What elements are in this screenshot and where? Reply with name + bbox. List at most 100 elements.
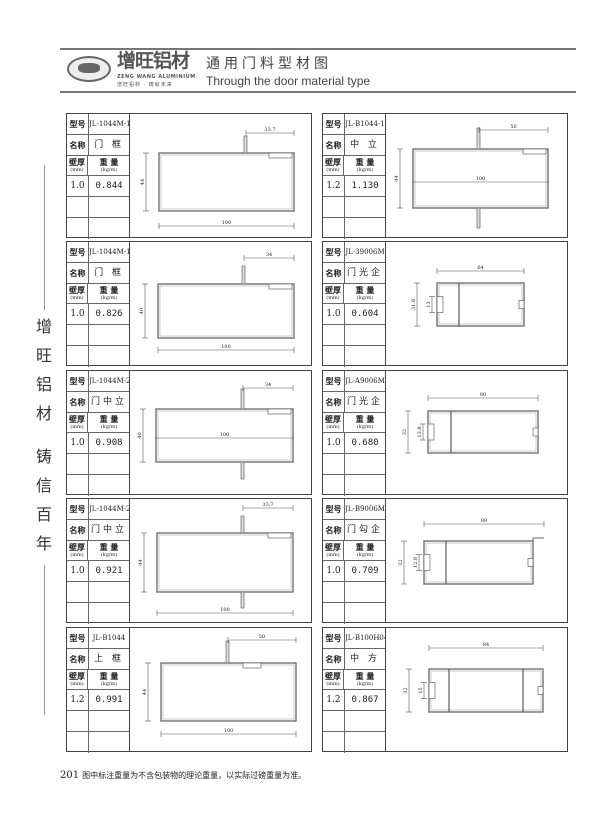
weight-label: 重 量(kg/m) bbox=[345, 284, 385, 304]
thickness-label-text: 壁厚 bbox=[325, 284, 341, 295]
weight-unit: (kg/m) bbox=[100, 680, 118, 687]
header-bottom-rule bbox=[60, 91, 576, 93]
thickness-unit: (mm) bbox=[70, 680, 84, 687]
weight-label-text: 重 量 bbox=[355, 156, 375, 167]
profile-outline bbox=[427, 410, 539, 454]
height-dimension-label: 32 bbox=[403, 687, 409, 693]
model-label: 型号 bbox=[67, 114, 89, 134]
weight-label: 重 量(kg/m) bbox=[89, 413, 129, 433]
weight-label-text: 重 量 bbox=[355, 284, 375, 295]
brand-logo-icon bbox=[67, 56, 111, 82]
top-flange bbox=[241, 265, 246, 285]
weight-label-text: 重 量 bbox=[99, 156, 119, 167]
thickness-label-text: 壁厚 bbox=[325, 541, 341, 552]
profile-outline bbox=[160, 662, 297, 722]
width-dimension-label: 100 bbox=[224, 728, 234, 734]
name-value: 门光企 bbox=[346, 396, 383, 407]
hook-lip bbox=[532, 537, 544, 541]
thickness-label-text: 壁厚 bbox=[69, 284, 85, 295]
page-title-en: Through the door material type bbox=[206, 74, 371, 88]
brand-slogan: 增旺铝材 · 铸就未来 bbox=[117, 82, 173, 88]
side-char: 铸 bbox=[35, 447, 52, 466]
top-dimension-label: 80 bbox=[480, 392, 486, 398]
weight-label: 重 量(kg/m) bbox=[345, 541, 385, 561]
name-label: 名称 bbox=[323, 262, 345, 283]
model-label: 型号 bbox=[67, 628, 89, 648]
thickness-value: 1.2 bbox=[67, 690, 89, 711]
side-char: 旺 bbox=[35, 346, 52, 365]
weight-value: 0.680 bbox=[351, 438, 379, 449]
header-top-rule bbox=[60, 48, 576, 50]
model-label: 型号 bbox=[323, 114, 345, 134]
model-value: JL-B1044 bbox=[92, 634, 126, 642]
bottom-flange bbox=[240, 461, 245, 480]
thickness-label-text: 壁厚 bbox=[69, 670, 85, 681]
height-dimension-label: 44 bbox=[394, 175, 400, 181]
name-value: 门中立 bbox=[90, 524, 127, 535]
thickness-label: 壁厚(mm) bbox=[323, 283, 344, 304]
right-slot bbox=[527, 558, 534, 567]
side-char: 年 bbox=[35, 534, 52, 553]
model-value: JL-B9006M bbox=[345, 505, 385, 513]
name-value: 中 立 bbox=[350, 139, 380, 150]
height-dimension-label: 40 bbox=[139, 308, 145, 314]
model-label: 型号 bbox=[67, 499, 89, 519]
thickness-unit: (mm) bbox=[70, 166, 84, 173]
profile-outline-inner-wall bbox=[159, 285, 293, 337]
weight-value: 1.130 bbox=[351, 181, 379, 192]
thickness-value: 1.0 bbox=[67, 561, 89, 582]
right-notch bbox=[267, 532, 292, 539]
top-dimension-label: 33.7 bbox=[264, 127, 275, 133]
thickness-label: 壁厚(mm) bbox=[67, 412, 88, 433]
page-title-cn: 通用门料型材图 bbox=[206, 56, 332, 72]
height-dimension-label: 32 bbox=[398, 559, 404, 565]
weight-value: 0.921 bbox=[95, 566, 123, 577]
weight-label-text: 重 量 bbox=[355, 413, 375, 424]
height-dimension-label: 44 bbox=[140, 179, 146, 185]
thickness-unit: (mm) bbox=[326, 294, 340, 301]
weight-label: 重 量(kg/m) bbox=[89, 670, 129, 690]
thickness-value: 1.2 bbox=[323, 176, 345, 197]
weight-value: 0.844 bbox=[95, 181, 123, 192]
bottom-flange bbox=[240, 591, 245, 609]
name-label: 名称 bbox=[67, 648, 89, 669]
right-slot bbox=[537, 686, 544, 695]
thickness-unit: (mm) bbox=[70, 294, 84, 301]
thickness-label: 壁厚(mm) bbox=[67, 155, 88, 176]
name-value: 门光企 bbox=[346, 267, 383, 278]
width-dimension-label: 100 bbox=[222, 220, 232, 226]
thickness-label-text: 壁厚 bbox=[69, 156, 85, 167]
top-slot bbox=[242, 662, 262, 669]
profile-outline-inner-wall bbox=[414, 150, 547, 207]
model-value: JL-1044M-2A bbox=[89, 505, 129, 513]
side-char: 增 bbox=[35, 317, 52, 336]
thickness-label: 壁厚(mm) bbox=[67, 540, 88, 561]
height-dimension-label: 31.8 bbox=[411, 299, 417, 310]
name-value: 门勾企 bbox=[346, 524, 383, 535]
side-char: 信 bbox=[35, 476, 52, 495]
left-notch bbox=[428, 682, 436, 699]
thickness-value: 1.0 bbox=[323, 433, 345, 454]
top-flange bbox=[240, 388, 245, 410]
model-value: JL-B1044-1 bbox=[345, 120, 385, 128]
name-label: 名称 bbox=[67, 262, 89, 283]
thickness-unit: (mm) bbox=[70, 423, 84, 430]
profile-outline-inner-wall bbox=[430, 670, 542, 711]
weight-unit: (kg/m) bbox=[100, 423, 118, 430]
weight-unit: (kg/m) bbox=[100, 166, 118, 173]
